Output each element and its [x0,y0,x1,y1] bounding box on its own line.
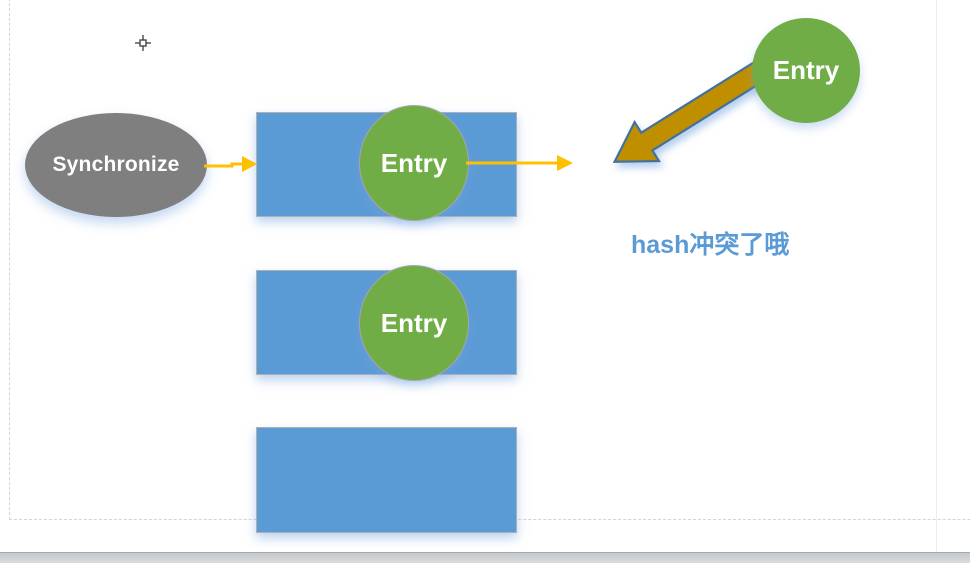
canvas-right-edge [936,0,937,553]
synchronize-label: Synchronize [52,153,180,176]
entry-circle-bucket2[interactable]: Entry [359,265,469,381]
collision-block-arrow[interactable] [602,49,775,181]
entry-circle-incoming[interactable]: Entry [752,18,860,123]
connector-arrow-entry-to-next[interactable] [466,155,573,171]
entry-circle-bucket1[interactable]: Entry [359,105,469,221]
hash-collision-annotation: hash冲突了哦 [631,231,790,259]
entry-label: Entry [380,307,448,338]
entry-label: Entry [380,147,448,178]
entry-label: Entry [772,55,840,85]
hash-bucket-3[interactable] [256,427,517,533]
crosshair-icon [135,35,151,51]
slide-bottom-edge [0,552,970,563]
synchronize-ellipse[interactable]: Synchronize [25,113,207,217]
connector-arrow-sync-to-bucket[interactable] [204,156,257,172]
